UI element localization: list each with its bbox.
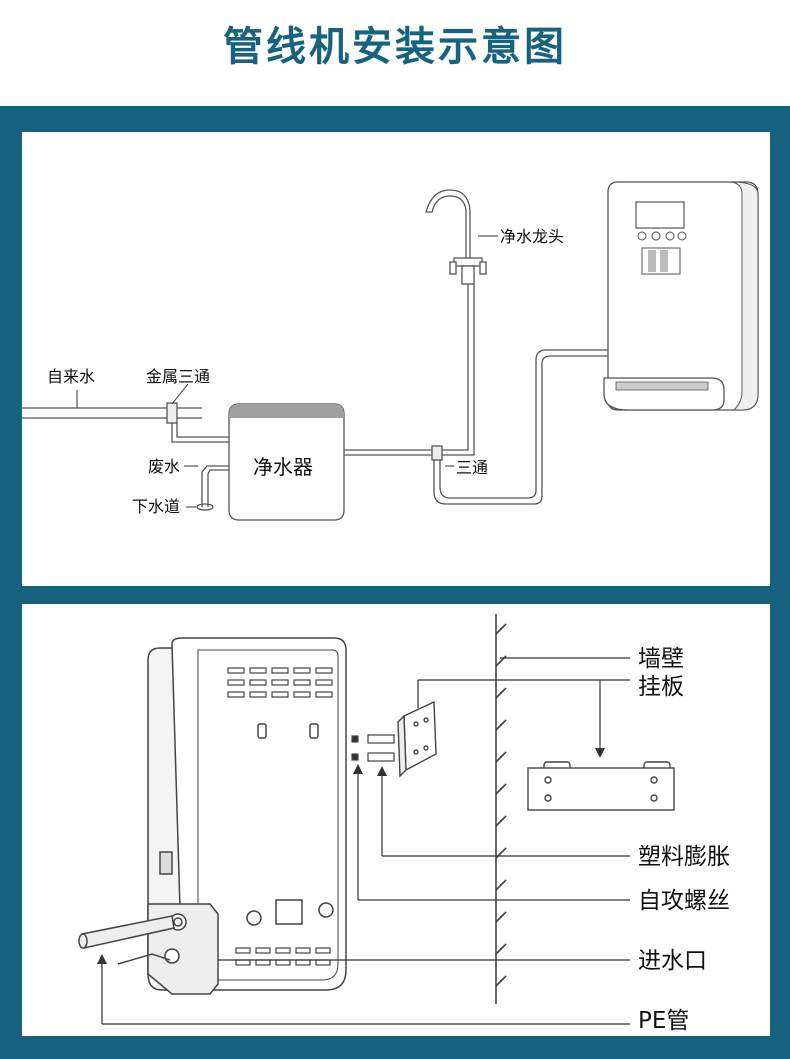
mounting-diagram-panel: 墙壁 挂板 塑料膨胀 自攻螺丝 进水口 PE管 [22, 604, 770, 1036]
purified-pipe [344, 449, 432, 456]
display-screen [635, 201, 685, 229]
wall [495, 614, 507, 1004]
label-tee: 三通 [456, 458, 488, 477]
pe-pipe [78, 915, 175, 949]
label-pe-pipe: PE管 [638, 1008, 689, 1034]
label-waste-water: 废水 [148, 457, 180, 476]
hanging-plate-front [527, 761, 675, 811]
label-hanging-plate: 挂板 [638, 674, 684, 700]
label-plastic-anchor: 塑料膨胀 [638, 844, 730, 870]
purifier-cap [229, 404, 344, 418]
drain-hole [196, 503, 214, 511]
label-faucet: 净水龙头 [500, 227, 564, 246]
label-metal-tee: 金属三通 [146, 367, 210, 386]
faucet [425, 189, 487, 285]
mounting-diagram: 墙壁 挂板 塑料膨胀 自攻螺丝 进水口 PE管 [78, 614, 730, 1034]
screws-and-anchors [351, 734, 395, 762]
hanging-plate [397, 700, 437, 778]
label-purifier: 净水器 [253, 455, 313, 479]
plumbing-diagram: 自来水 金属三通 废水 下水道 净水器 净水龙头 三通 [22, 181, 759, 521]
label-drain: 下水道 [132, 497, 180, 516]
tee-fitting [431, 445, 443, 461]
machine-back [147, 637, 347, 995]
metal-tee-fitting [166, 402, 178, 424]
label-self-tapping-screw: 自攻螺丝 [638, 888, 730, 914]
page-title: 管线机安装示意图 [223, 24, 567, 70]
feed-pipe [171, 423, 229, 443]
label-wall: 墙壁 [638, 646, 684, 672]
faucet-pipe [442, 282, 475, 456]
waste-pipe [201, 465, 229, 507]
machine-pipe [433, 355, 608, 505]
pipeline-machine [603, 181, 759, 411]
label-water-inlet: 进水口 [638, 948, 707, 974]
tap-water-pipe [22, 407, 167, 419]
plumbing-diagram-panel: 自来水 金属三通 废水 下水道 净水器 净水龙头 三通 [22, 132, 770, 586]
label-tap-water: 自来水 [47, 367, 95, 386]
